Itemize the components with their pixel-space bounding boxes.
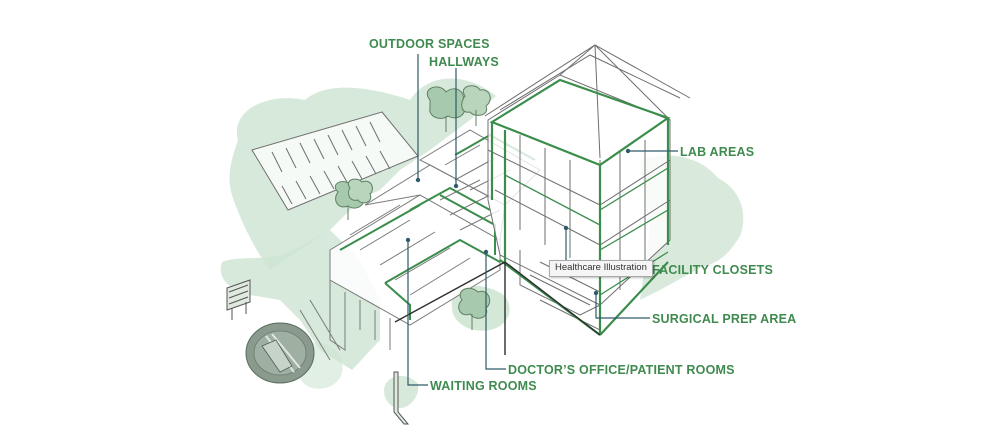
parking-lot [251,111,419,211]
leader-waiting-rooms [407,240,428,386]
doctors-office-patient-rooms-label: DOCTOR’S OFFICE/PATIENT ROOMS [508,363,735,377]
dark-structural-lines [394,261,601,355]
surgical-prep-area-label: SURGICAL PREP AREA [652,312,797,326]
leader-surgical-prep-area [595,293,650,319]
signboard-icon [226,279,410,425]
outdoor-spaces-label: OUTDOOR SPACES [369,37,490,51]
image-tooltip: Healthcare Illustration [549,260,653,277]
tree-icon [334,85,491,330]
lab-areas-label: LAB AREAS [680,145,755,159]
callout-leader-lines [407,54,678,386]
callout-anchor-dots [405,148,631,296]
tower-roof [484,44,691,159]
waiting-rooms-label: WAITING ROOMS [430,379,537,393]
facility-closets-label: FACILITY CLOSETS [652,263,774,277]
compass-emblem-icon [245,322,315,384]
leader-doctors-office [485,252,506,370]
hallways-label: HALLWAYS [429,55,499,69]
